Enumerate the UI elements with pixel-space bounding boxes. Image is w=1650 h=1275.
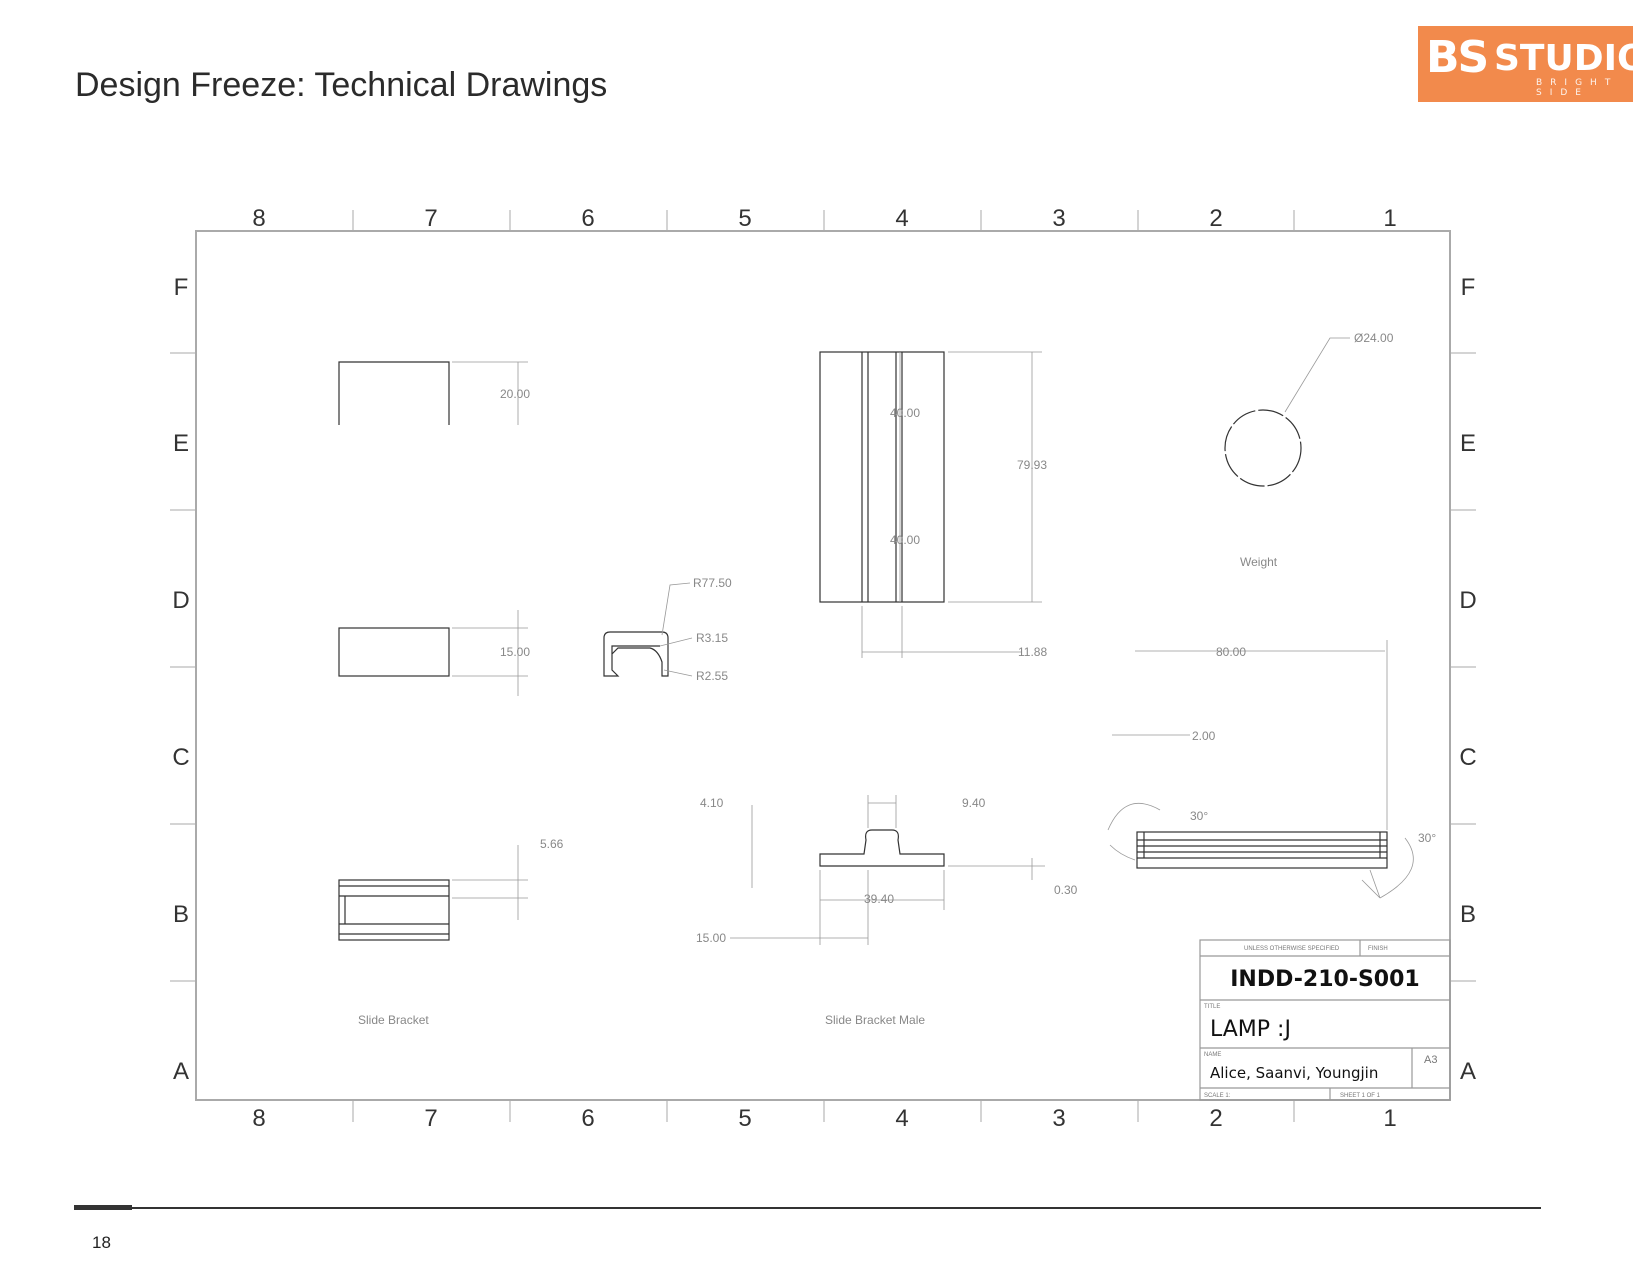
dimension-label: R77.50 — [693, 576, 732, 590]
weight-diameter-leader — [1284, 337, 1350, 413]
row-label: F — [1461, 274, 1476, 301]
col-label: 4 — [895, 1105, 908, 1132]
dimension-label: R2.55 — [696, 669, 728, 683]
col-label: 7 — [424, 1105, 437, 1132]
dimension-label: 4.10 — [700, 796, 724, 810]
column-ticks — [352, 210, 1295, 1122]
dimension-label: R3.15 — [696, 631, 728, 645]
drawing-title: LAMP :J — [1210, 1017, 1291, 1042]
logo-name: STUDIO — [1494, 38, 1648, 79]
slide-bracket-top-view — [338, 361, 450, 425]
slide-bracket-label: Slide Bracket — [358, 1013, 429, 1027]
slide-bracket-male-label: Slide Bracket Male — [825, 1013, 925, 1027]
dimension-label: 20.00 — [500, 387, 530, 401]
title-block-top-left: UNLESS OTHERWISE SPECIFIED — [1244, 946, 1340, 952]
col-label: 8 — [252, 205, 265, 232]
row-label: F — [174, 274, 189, 301]
col-label: 4 — [895, 205, 908, 232]
weight-side-view — [1136, 831, 1388, 869]
column-labels-top: 8 7 6 5 4 3 2 1 — [252, 205, 1396, 232]
dimension-label: Ø24.00 — [1354, 331, 1394, 345]
dimension-label: 5.66 — [540, 837, 564, 851]
dimension-label: 9.40 — [962, 796, 986, 810]
weight-circle-view — [1224, 409, 1302, 487]
logo-mark: BS — [1426, 32, 1489, 83]
slide-bracket-dimensions — [452, 361, 528, 920]
row-label: D — [1459, 587, 1476, 614]
col-label: 6 — [581, 1105, 594, 1132]
slide-bracket-male-front-dims — [730, 795, 1045, 945]
col-label: 6 — [581, 205, 594, 232]
slide-bracket-male-front-view — [819, 829, 945, 867]
row-labels-left: F E D C B A — [172, 274, 189, 1085]
dimension-label: 15.00 — [500, 645, 530, 659]
footer-divider — [74, 1207, 1541, 1209]
sheet-caption: SHEET 1 OF 1 — [1340, 1093, 1381, 1099]
scale-caption: SCALE 1: — [1204, 1093, 1231, 1099]
dimension-label: 39.40 — [864, 892, 894, 906]
dimension-label: 40.00 — [890, 406, 920, 420]
column-labels-bottom: 8 7 6 5 4 3 2 1 — [252, 1105, 1396, 1132]
col-label: 3 — [1052, 1105, 1065, 1132]
sheet-border — [195, 230, 1451, 1101]
row-label: B — [1460, 901, 1476, 928]
col-label: 3 — [1052, 205, 1065, 232]
title-caption: TITLE — [1204, 1004, 1220, 1010]
page-title: Design Freeze: Technical Drawings — [75, 66, 608, 104]
row-label: A — [1460, 1058, 1476, 1085]
dimension-label: 79.93 — [1017, 458, 1047, 472]
slide-bracket-male-top-dims — [861, 351, 1042, 658]
sheet-size: A3 — [1424, 1054, 1437, 1066]
col-label: 7 — [424, 205, 437, 232]
dimension-label: 40.00 — [890, 533, 920, 547]
row-label: E — [1460, 430, 1476, 457]
title-block-top-right: FINISH — [1368, 946, 1388, 952]
dimension-label: 30° — [1418, 831, 1436, 845]
dimension-label: 0.30 — [1054, 883, 1078, 897]
row-label: C — [172, 744, 189, 771]
col-label: 2 — [1209, 1105, 1222, 1132]
drawing-number: INDD-210-S001 — [1230, 967, 1419, 992]
page-number: 18 — [92, 1233, 111, 1252]
row-label: C — [1459, 744, 1476, 771]
row-label: B — [173, 901, 189, 928]
row-label: E — [173, 430, 189, 457]
col-label: 1 — [1383, 205, 1396, 232]
names-caption: NAME — [1204, 1052, 1221, 1058]
slide-bracket-views — [338, 361, 450, 941]
slide-bracket-front-view — [338, 627, 450, 677]
bracket-profile-leaders — [659, 582, 693, 677]
slide-bracket-male-top-view — [819, 351, 945, 603]
row-labels-right: F E D C B A — [1459, 274, 1476, 1085]
col-label: 5 — [738, 205, 751, 232]
weight-side-dims — [1107, 640, 1414, 899]
col-label: 1 — [1383, 1105, 1396, 1132]
col-label: 8 — [252, 1105, 265, 1132]
dimension-label: 80.00 — [1216, 645, 1246, 659]
col-label: 5 — [738, 1105, 751, 1132]
dimension-label: 15.00 — [696, 931, 726, 945]
author-names: Alice, Saanvi, Youngjin — [1210, 1064, 1378, 1082]
dimension-label: 2.00 — [1192, 729, 1216, 743]
title-block — [1199, 939, 1451, 1101]
logo-tagline: BRIGHT SIDE — [1536, 78, 1619, 98]
brand-logo: BS STUDIO BRIGHT SIDE — [1418, 26, 1648, 102]
row-label: A — [173, 1058, 189, 1085]
weight-label: Weight — [1240, 555, 1278, 569]
bracket-profile-view — [603, 631, 669, 677]
row-label: D — [172, 587, 189, 614]
col-label: 2 — [1209, 205, 1222, 232]
slide-bracket-side-view — [338, 879, 450, 941]
dimension-label: 30° — [1190, 809, 1208, 823]
dimension-label: 11.88 — [1018, 645, 1047, 659]
row-ticks — [170, 352, 1476, 982]
